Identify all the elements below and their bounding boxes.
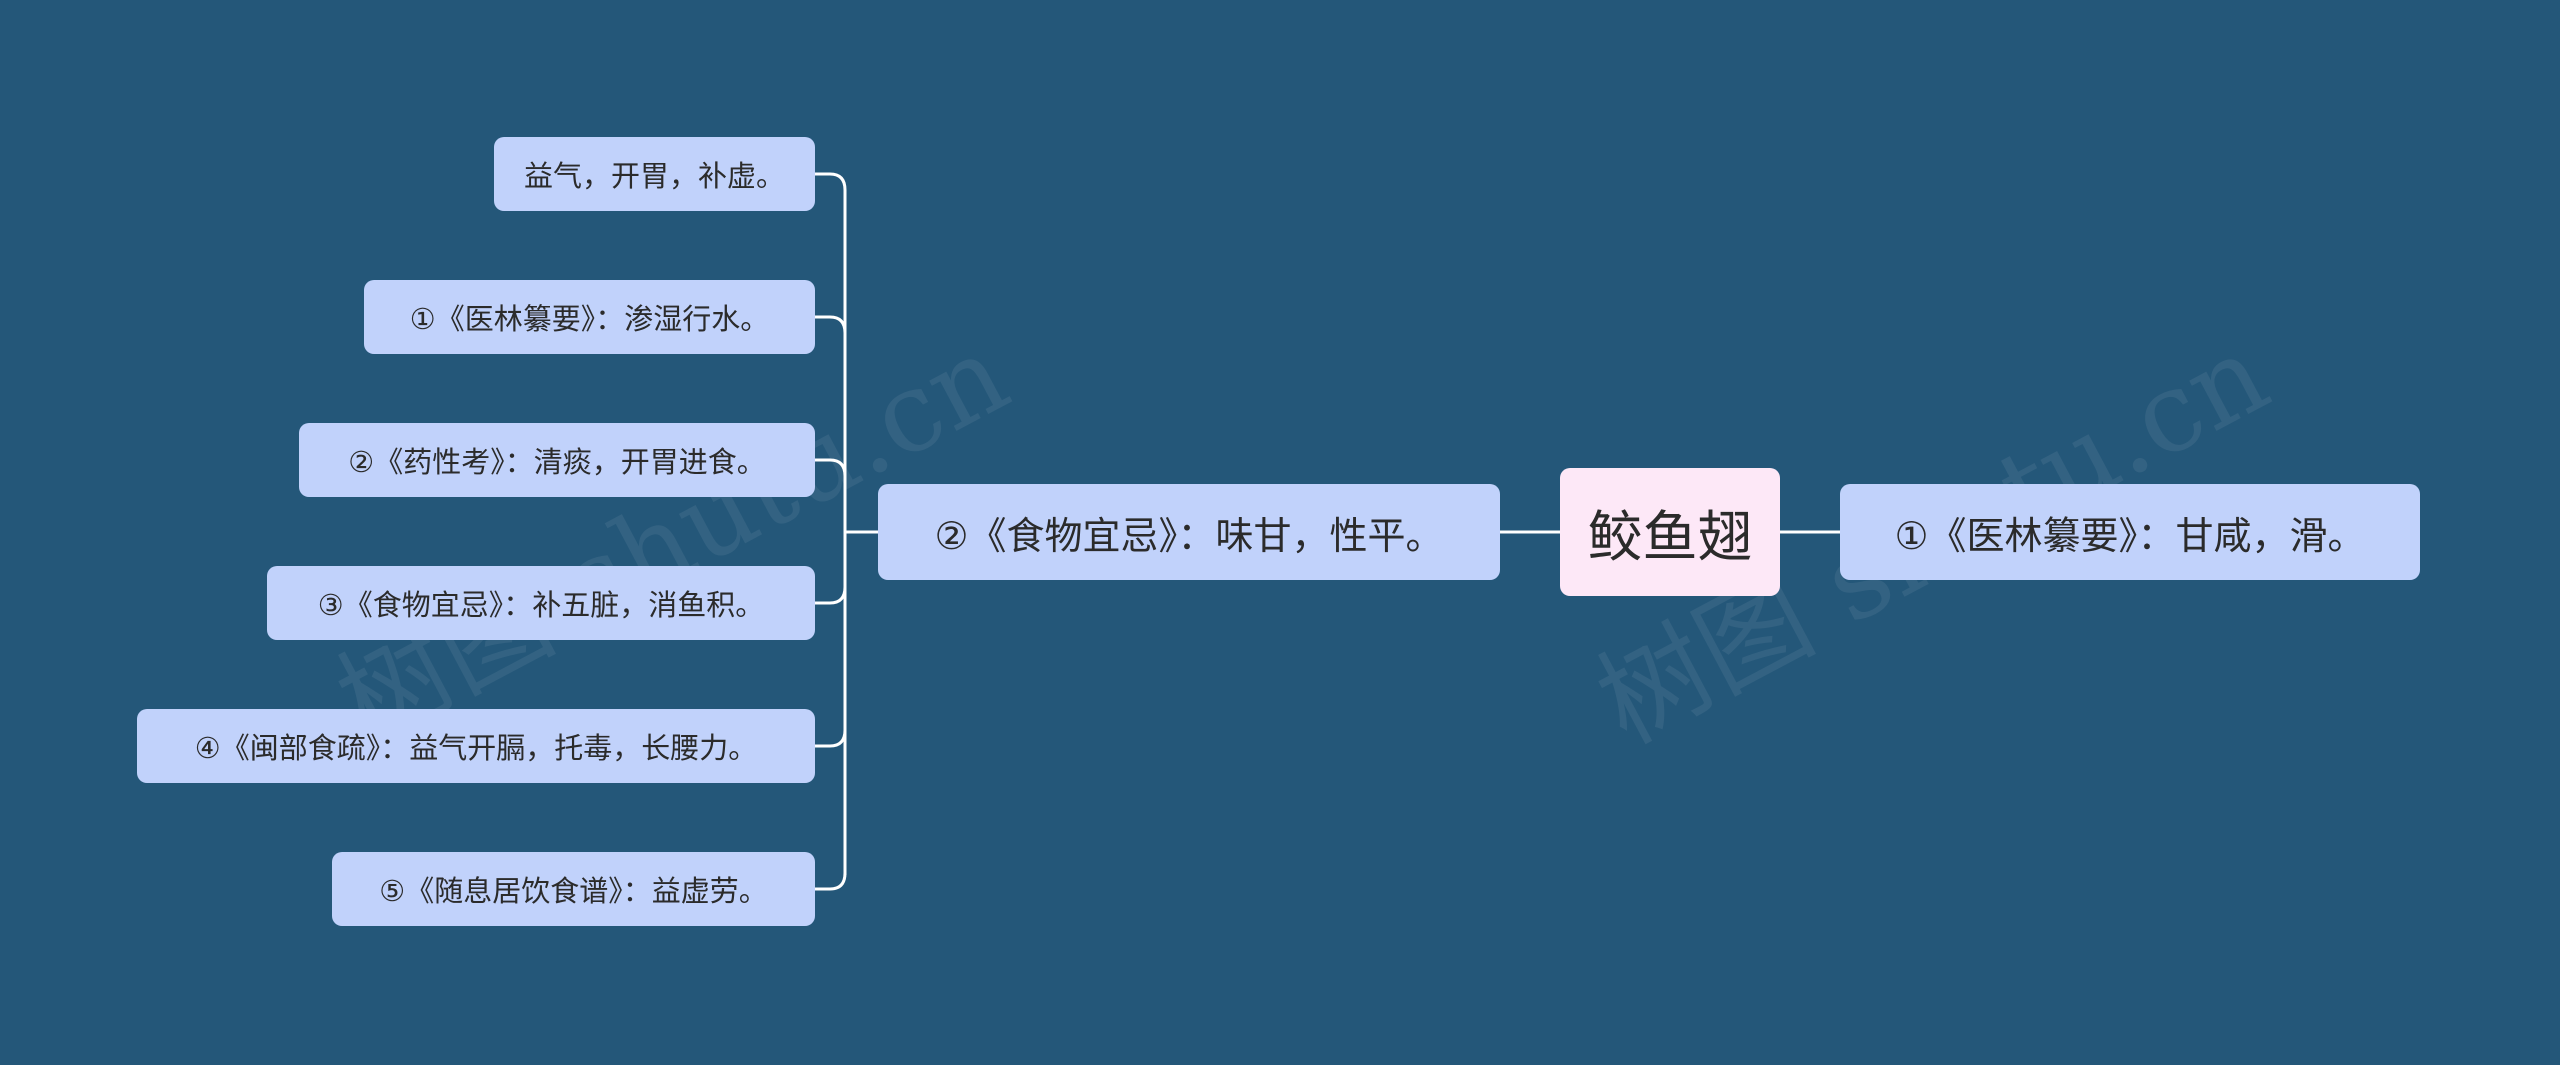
- left-child-node[interactable]: ⑤《随息居饮食谱》：益虚劳。: [332, 852, 815, 926]
- left-child-label: ③《食物宜忌》：补五脏，消鱼积。: [317, 588, 765, 622]
- left-child-label: ①《医林纂要》：渗湿行水。: [409, 302, 770, 336]
- left-child-label: 益气，开胃，补虚。: [523, 159, 785, 193]
- connector-child-5: [815, 872, 847, 891]
- left-branch-node[interactable]: ②《食物宜忌》：味甘，性平。: [878, 484, 1500, 580]
- left-child-node[interactable]: ②《药性考》：清痰，开胃进食。: [299, 423, 815, 497]
- connector-child-1: [815, 315, 847, 334]
- left-branch-label: ②《食物宜忌》：味甘，性平。: [934, 513, 1444, 558]
- connector-child-3: [815, 586, 847, 605]
- left-child-label: ②《药性考》：清痰，开胃进食。: [348, 445, 766, 479]
- root-node[interactable]: 鲛鱼翅: [1560, 468, 1780, 596]
- left-child-label: ④《闽部食疏》：益气开膈，托毒，长腰力。: [194, 731, 758, 765]
- connector-child-2: [815, 458, 847, 477]
- left-child-label: ⑤《随息居饮食谱》：益虚劳。: [379, 874, 768, 908]
- right-branch-label: ①《医林纂要》：甘咸，滑。: [1894, 513, 2366, 558]
- left-child-node[interactable]: ①《医林纂要》：渗湿行水。: [364, 280, 815, 354]
- left-child-node[interactable]: ③《食物宜忌》：补五脏，消鱼积。: [267, 566, 815, 640]
- root-label: 鲛鱼翅: [1587, 505, 1753, 569]
- right-branch-node[interactable]: ①《医林纂要》：甘咸，滑。: [1840, 484, 2420, 580]
- connector-child-0: [815, 172, 847, 191]
- connector-child-4: [815, 729, 847, 748]
- left-child-node[interactable]: ④《闽部食疏》：益气开膈，托毒，长腰力。: [137, 709, 815, 783]
- left-child-node[interactable]: 益气，开胃，补虚。: [494, 137, 815, 211]
